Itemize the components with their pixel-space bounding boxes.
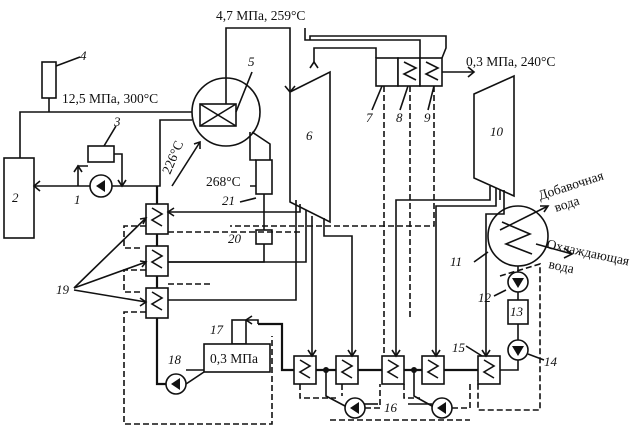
param-deaerator: 0,3 МПа bbox=[210, 351, 258, 366]
cooling-water-label-2: вода bbox=[547, 256, 575, 276]
label-7: 7 bbox=[366, 110, 373, 125]
lp-turbine-10 bbox=[473, 74, 515, 198]
label-5: 5 bbox=[248, 54, 255, 69]
label-15: 15 bbox=[452, 340, 466, 355]
label-14: 14 bbox=[544, 354, 558, 369]
deaerator-17 bbox=[231, 319, 247, 345]
param-lp-inlet: 0,3 МПа, 240°С bbox=[466, 54, 555, 69]
label-20: 20 bbox=[228, 231, 242, 246]
lp-heater-c bbox=[335, 355, 359, 385]
makeup-water-label-2: вода bbox=[552, 193, 581, 215]
label-3: 3 bbox=[113, 114, 121, 129]
condenser-11 bbox=[487, 205, 549, 267]
label-21: 21 bbox=[222, 193, 235, 208]
param-steam-gen: 12,5 МПа, 300°С bbox=[62, 91, 158, 106]
label-1: 1 bbox=[74, 192, 81, 207]
hp-heater-19-mid bbox=[145, 245, 169, 277]
label-18: 18 bbox=[168, 352, 182, 367]
param-t268: 268°С bbox=[206, 174, 241, 189]
label-12: 12 bbox=[478, 290, 492, 305]
hp-heater-19-top bbox=[145, 203, 169, 235]
label-16: 16 bbox=[384, 400, 398, 415]
heater-15 bbox=[477, 355, 501, 385]
label-17: 17 bbox=[210, 322, 224, 337]
label-11: 11 bbox=[450, 254, 462, 269]
steam-generator-block bbox=[3, 157, 35, 239]
hp-turbine-6 bbox=[289, 70, 331, 224]
label-6: 6 bbox=[306, 128, 313, 143]
hp-heater-19-bot bbox=[145, 287, 169, 319]
label-4: 4 bbox=[80, 48, 87, 63]
lp-heater-b bbox=[381, 355, 405, 385]
label-13: 13 bbox=[510, 304, 524, 319]
lp-heater-d bbox=[293, 355, 317, 385]
heater-3 bbox=[87, 145, 115, 163]
deaerator-tank bbox=[203, 343, 271, 373]
label-8: 8 bbox=[396, 110, 403, 125]
separator-7 bbox=[375, 57, 399, 87]
label-9: 9 bbox=[424, 110, 431, 125]
label-2: 2 bbox=[12, 190, 19, 205]
label-10: 10 bbox=[490, 124, 504, 139]
separator-21 bbox=[255, 159, 273, 195]
lp-heater-a bbox=[421, 355, 445, 385]
label-19: 19 bbox=[56, 282, 70, 297]
param-hp-inlet: 4,7 МПа, 259°С bbox=[216, 8, 305, 23]
pressurizer-block bbox=[41, 61, 57, 99]
